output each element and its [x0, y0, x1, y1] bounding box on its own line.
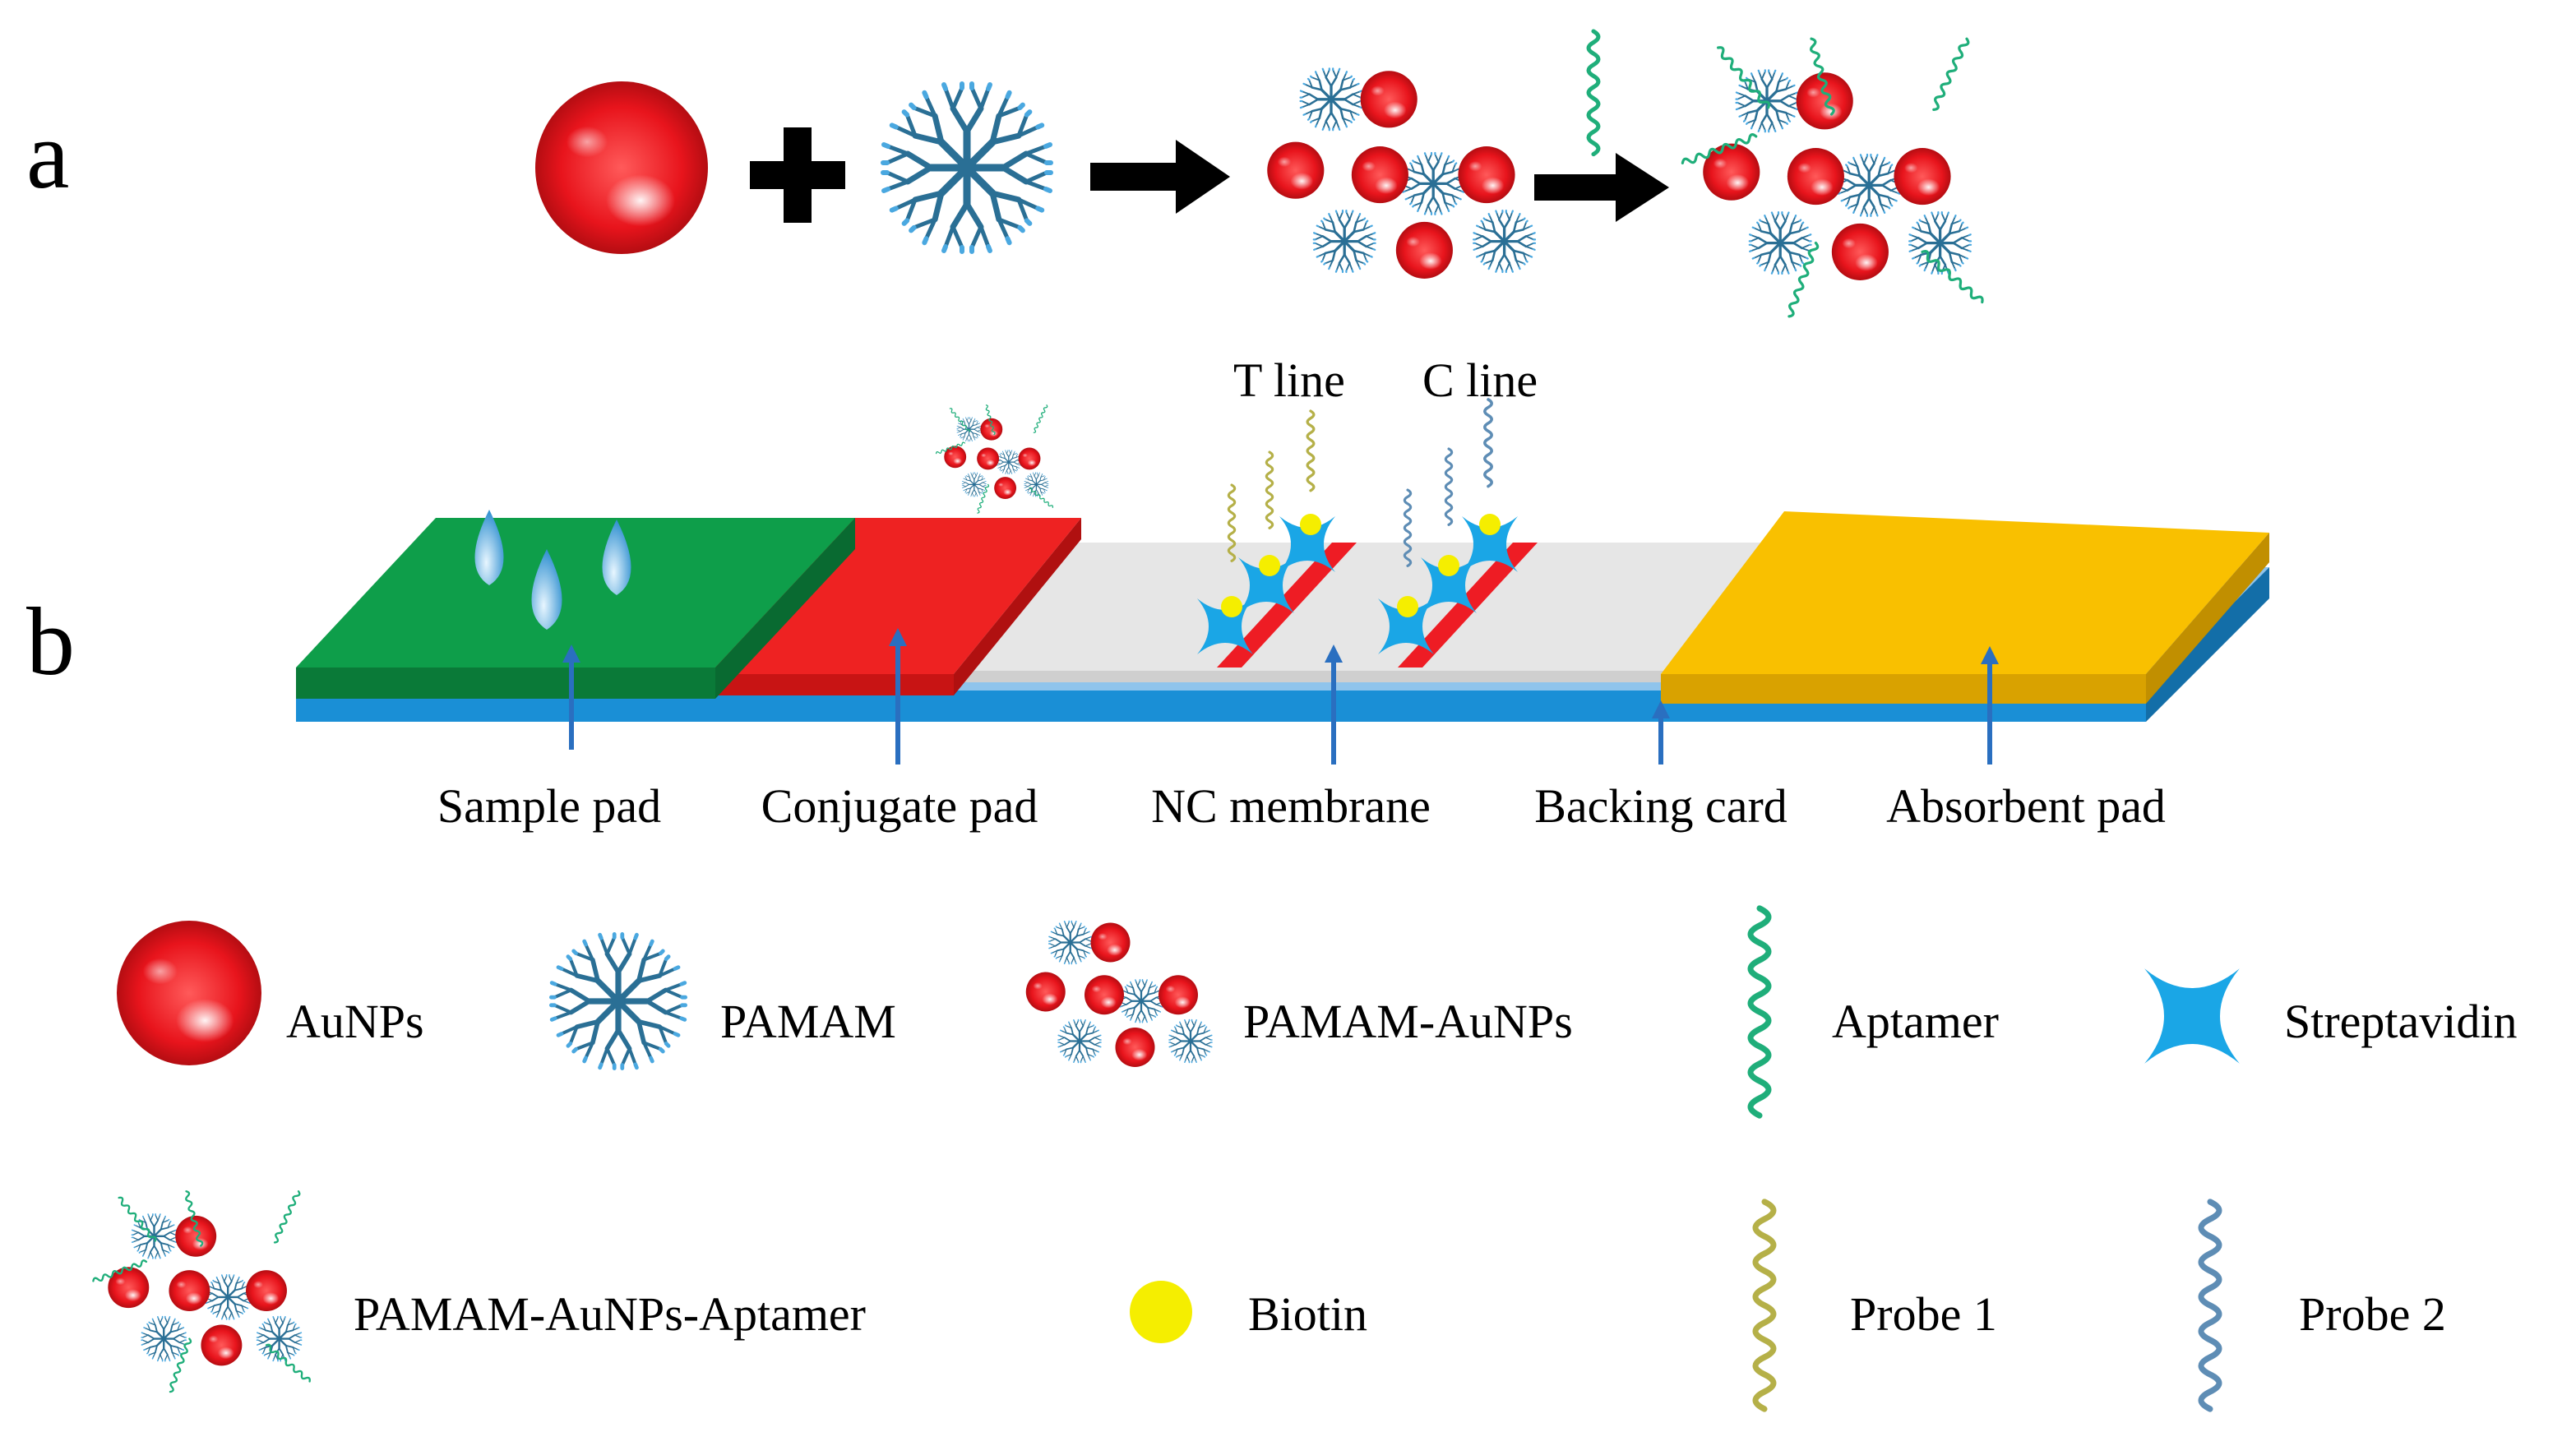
- sample-drop-2-icon: [602, 520, 631, 595]
- absorbent-pad: [1661, 511, 2269, 674]
- test-line-probes: [1197, 409, 1335, 654]
- panel-a-label: a: [26, 101, 69, 209]
- legend-aunps-label: AuNPs: [286, 995, 424, 1048]
- sample-drop-1-icon: [474, 510, 504, 585]
- legend-pamam-label: PAMAM: [720, 995, 896, 1048]
- legend-pamam-aunps-icon: [1026, 921, 1212, 1067]
- c-line-label: C line: [1422, 353, 1538, 407]
- conjugate-pad-label: Conjugate pad: [761, 779, 1038, 833]
- control-line-probes: [1378, 398, 1518, 654]
- legend-aptamer-label: Aptamer: [1832, 995, 1999, 1048]
- aunp-reactant-icon: [535, 81, 708, 255]
- part-labels: Sample pad Conjugate pad NC membrane Bac…: [437, 779, 2166, 833]
- pamam-aunps-product-icon: [1267, 68, 1535, 279]
- sample-pad: [296, 518, 855, 667]
- legend-pamam-aunps-aptamer-icon: [92, 1190, 311, 1393]
- legend-aptamer-icon: [1750, 908, 1769, 1116]
- legend-pamam-aunps-label: PAMAM-AuNPs: [1243, 995, 1573, 1048]
- legend-pamam-aunps-aptamer-label: PAMAM-AuNPs-Aptamer: [354, 1287, 866, 1341]
- nc-membrane: [872, 543, 1891, 671]
- legend-streptavidin-icon: [2144, 968, 2240, 1064]
- legend-probe1-label: Probe 1: [1850, 1287, 1997, 1341]
- legend-pamam-icon: [551, 934, 685, 1068]
- conjugate-pad-nanoprobe-icon: [936, 404, 1053, 513]
- backing-card-label: Backing card: [1534, 779, 1787, 833]
- nc-membrane-label: NC membrane: [1151, 779, 1431, 833]
- legend-probe2-label: Probe 2: [2299, 1287, 2446, 1341]
- aptamer-reagent-icon: [1589, 31, 1598, 155]
- reaction-arrow-2-icon: [1534, 153, 1669, 222]
- absorbent-pad-label: Absorbent pad: [1886, 779, 2166, 833]
- part-arrows: [562, 628, 1999, 765]
- reaction-arrow-1-icon: [1090, 140, 1230, 214]
- test-strip: T line C line: [296, 353, 2269, 722]
- legend-biotin-label: Biotin: [1248, 1287, 1367, 1341]
- pamam-aunps-aptamer-product-icon: [1681, 38, 1984, 318]
- t-line-label: T line: [1233, 353, 1345, 407]
- plus-icon: [750, 127, 845, 223]
- legend: AuNPs PAMAM PAMAM-AuNPs Aptamer Streptav…: [92, 908, 2518, 1409]
- sample-pad-label: Sample pad: [437, 779, 661, 833]
- sample-drop-3-icon: [531, 549, 562, 630]
- legend-probe2-icon: [2201, 1202, 2219, 1409]
- legend-probe1-icon: [1755, 1202, 1774, 1409]
- pamam-reactant-icon: [883, 84, 1051, 252]
- legend-biotin-icon: [1130, 1281, 1192, 1343]
- panel-b-label: b: [26, 588, 75, 695]
- synthesis-scheme: [535, 31, 1984, 317]
- legend-streptavidin-label: Streptavidin: [2284, 995, 2518, 1048]
- legend-aunps-icon: [117, 921, 261, 1065]
